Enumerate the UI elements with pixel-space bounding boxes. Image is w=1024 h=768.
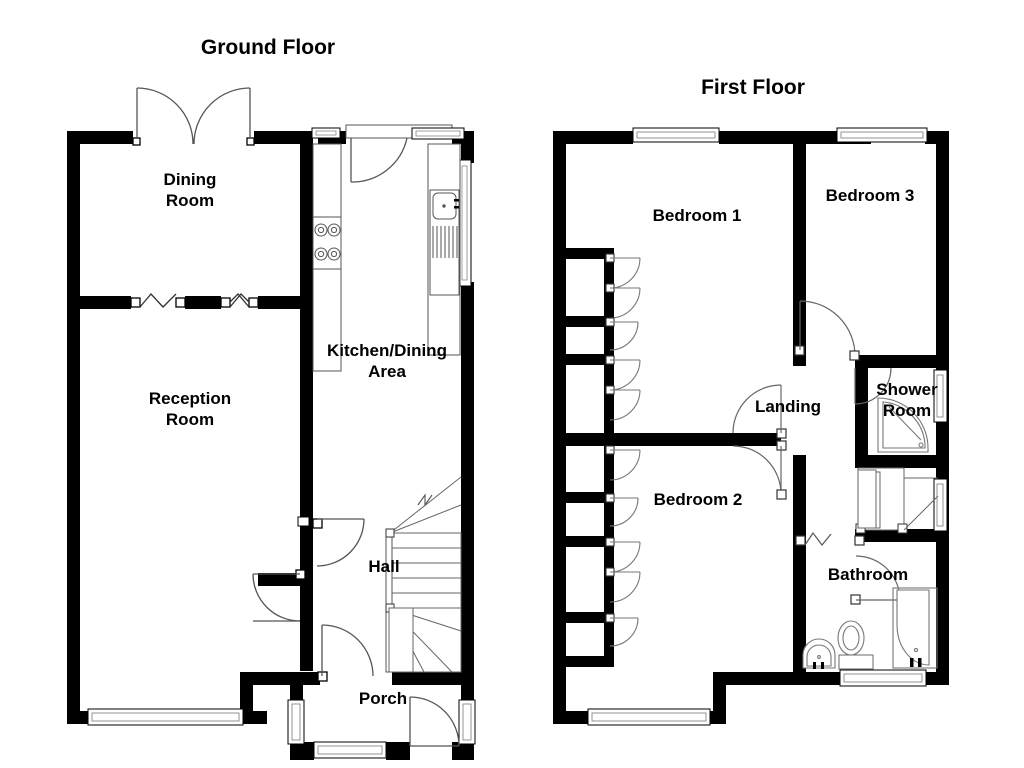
porch-openings — [287, 696, 476, 759]
room-label-landing: Landing — [754, 397, 822, 416]
staircase-up — [385, 476, 462, 673]
kitchen-sink-drainer — [429, 189, 460, 296]
room-label-hall: Hall — [368, 557, 400, 576]
room-label-bedroom-1: Bedroom 1 — [652, 206, 742, 225]
fitted-wardrobes-bedroom1 — [605, 253, 641, 421]
room-label-bedroom-3: Bedroom 3 — [825, 186, 915, 205]
room-label-bathroom: Bathroom — [827, 565, 909, 584]
room-label-bedroom-2: Bedroom 2 — [653, 490, 743, 509]
bathroom-window-bottom — [839, 669, 927, 687]
reception-hall-door — [252, 569, 306, 622]
bifold-partition-dining-reception — [130, 293, 259, 308]
bedroom1-window — [632, 127, 720, 143]
dining-french-doors — [132, 87, 255, 146]
hall-side-opening — [297, 516, 310, 527]
kitchen-hall-door — [312, 518, 365, 567]
first-floor-title: First Floor — [701, 76, 805, 99]
reception-bay-window — [87, 708, 244, 726]
bedroom3-window — [836, 127, 928, 143]
bath-tub — [892, 587, 938, 669]
landing-stair-void — [857, 469, 877, 529]
kitchen-units-right — [427, 143, 461, 356]
hall-porch-door — [317, 624, 374, 682]
wash-basin — [802, 638, 836, 669]
bedroom3-door — [794, 300, 860, 361]
kitchen-top-openings — [311, 124, 465, 183]
shower-room-window — [933, 369, 948, 423]
ground-walls — [67, 131, 474, 760]
room-label-reception-room: Reception Room — [148, 389, 232, 429]
kitchen-right-window — [458, 159, 472, 287]
corner-shower-tray — [877, 397, 929, 453]
room-label-dining-room: Dining Room — [163, 170, 217, 210]
room-label-kitchen-dining-area: Kitchen/Dining Area — [327, 341, 447, 381]
bedroom2-door — [732, 440, 787, 500]
kitchen-units-left — [312, 143, 342, 372]
bathroom-window-right — [933, 478, 948, 532]
shower-room-door — [854, 367, 892, 405]
bathroom-folding-partition — [795, 531, 865, 546]
room-label-porch: Porch — [358, 689, 408, 708]
kitchen-hob — [312, 216, 342, 270]
toilet — [837, 620, 874, 670]
ground-floor-title: Ground Floor — [200, 36, 336, 59]
room-label-shower-room: Shower Room — [876, 380, 938, 420]
fitted-wardrobes-bedroom2 — [605, 445, 641, 647]
bedroom2-window — [587, 708, 711, 726]
bedroom1-door — [732, 384, 787, 439]
